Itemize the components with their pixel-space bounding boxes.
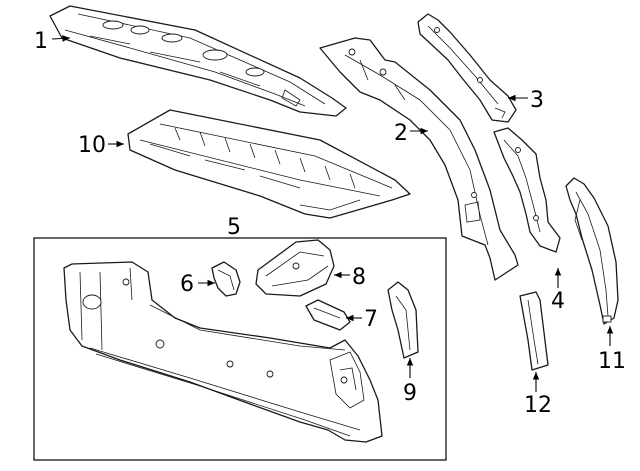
part-1-back-panel <box>49 5 347 117</box>
callout-8: 8 <box>352 265 366 290</box>
group-5-box <box>33 237 447 461</box>
part-9-bracket <box>387 281 419 359</box>
callout-7: 7 <box>364 307 378 332</box>
part-6-clip <box>211 261 241 297</box>
callout-10: 10 <box>78 133 106 158</box>
callout-5: 5 <box>227 215 241 240</box>
part-2-quarter-pillar <box>319 37 519 281</box>
part-3-side-rail <box>417 13 517 123</box>
part-8-bracket <box>255 239 335 297</box>
callout-6: 6 <box>180 272 194 297</box>
callout-12: 12 <box>524 393 552 418</box>
callout-4: 4 <box>551 289 565 314</box>
part-12-extension <box>519 291 549 371</box>
part-10-floor-pan <box>127 109 411 219</box>
part-11-lamp-pocket <box>565 177 619 325</box>
part-7-plate <box>305 299 351 331</box>
callout-11: 11 <box>598 349 626 374</box>
callout-3: 3 <box>530 88 544 113</box>
callout-9: 9 <box>403 381 417 406</box>
part-4-pillar-reinforcement <box>493 127 561 253</box>
part-5-rear-panel <box>63 261 383 443</box>
callout-2: 2 <box>394 121 408 146</box>
leader-lines <box>51 35 614 392</box>
callout-1: 1 <box>34 29 48 54</box>
